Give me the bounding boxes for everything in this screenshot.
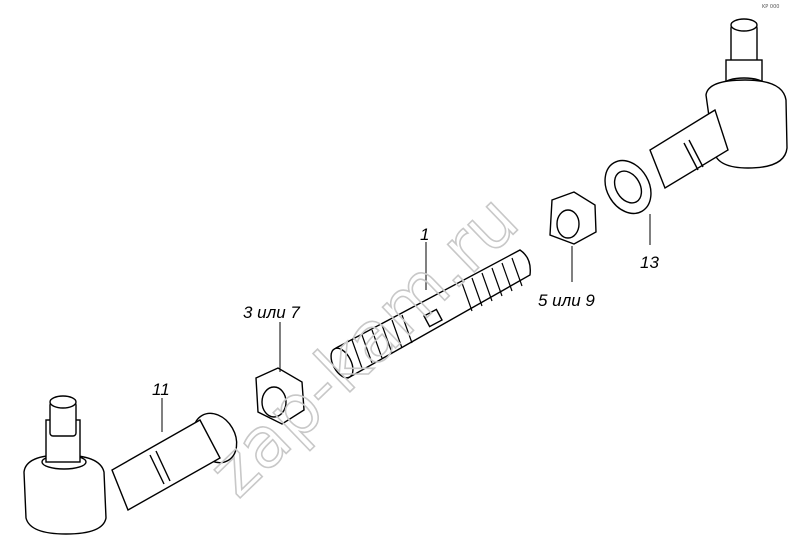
corner-code: KP 000 <box>762 4 779 10</box>
tie-rod-end-left <box>23 395 238 535</box>
callout-nut-left: 3 или 7 <box>243 303 300 322</box>
callout-tip-left: 11 <box>152 380 170 399</box>
callout-tie-rod: 1 <box>420 225 429 244</box>
callout-nut-right: 5 или 9 <box>538 291 595 310</box>
nut-left <box>255 367 305 425</box>
callout-tip-right: 13 <box>640 253 659 272</box>
tie-rod-thread <box>351 257 523 369</box>
nut-right <box>549 191 597 245</box>
tie-rod-end-right <box>604 18 788 215</box>
tie-rod <box>330 249 531 379</box>
watermark: zap-kam.ru <box>193 179 534 512</box>
